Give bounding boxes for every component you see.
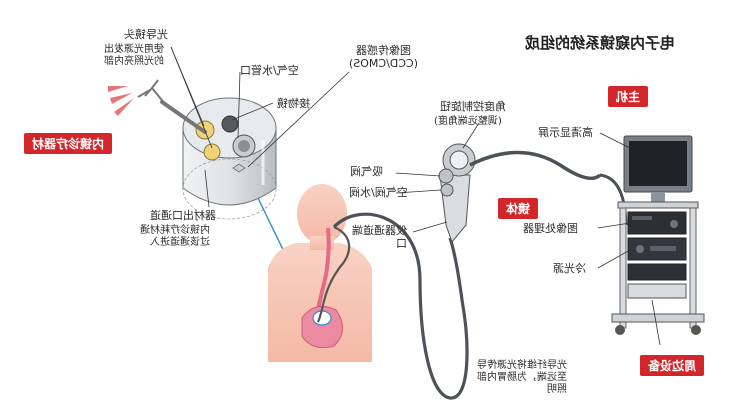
label-air-water-port: 空气/水管口 [240,64,299,77]
tag-host: 主机 [608,86,649,107]
label-light-head-desc: 使用光源发出 的光照亮内部 [104,44,164,67]
tag-endoscopy-tools: 内镜诊疗器材 [24,133,113,154]
equipment-tower [611,135,705,335]
label-angle-knob: 角度控制旋钮 [440,100,506,113]
label-light-head: 光导镜头 [124,28,168,41]
objective-lens-icon [221,115,239,133]
label-cold-light: 冷光源 [553,262,586,275]
label-instrument-port: 仪器通道端 口 [352,224,407,251]
label-instrument-channel-desc: 内镜诊疗耗材通 过该通道进入 [140,225,210,248]
label-objective-lens: 接物镜 [277,97,310,110]
insertion-tube-in-body [316,225,351,323]
label-instrument-channel: 器材出口通道 [150,209,216,222]
insertion-tube [332,212,469,400]
tip-leader-lines [170,46,350,208]
diagram-title: 电子内窥镜系统的组成 [525,34,676,52]
label-monitor: 高清显示屏 [538,126,593,139]
tower-leader-lines [597,132,661,346]
scope-tip-closeup [108,79,277,220]
handle-leader-lines [395,122,480,233]
tag-peripheral: 周边设备 [640,355,705,376]
label-air-water-valve: 空气阀/水阀 [349,186,408,199]
light-guide-lens-icon [203,143,221,161]
tag-scope: 镜体 [498,198,539,219]
label-suction-valve: 吸气阀 [350,165,383,178]
label-angle-knob-desc: (调整远端角度) [434,116,502,127]
label-fiber-desc: 光导纤维将光源传导 至远端，为肠胃内部 照明 [477,360,567,395]
patient-silhouette [268,184,372,362]
label-image-processor: 图像处理器 [523,222,578,235]
label-image-sensor: 图像传感器 (CCD/CMOS) [349,44,418,71]
endoscope-handle [438,143,602,244]
